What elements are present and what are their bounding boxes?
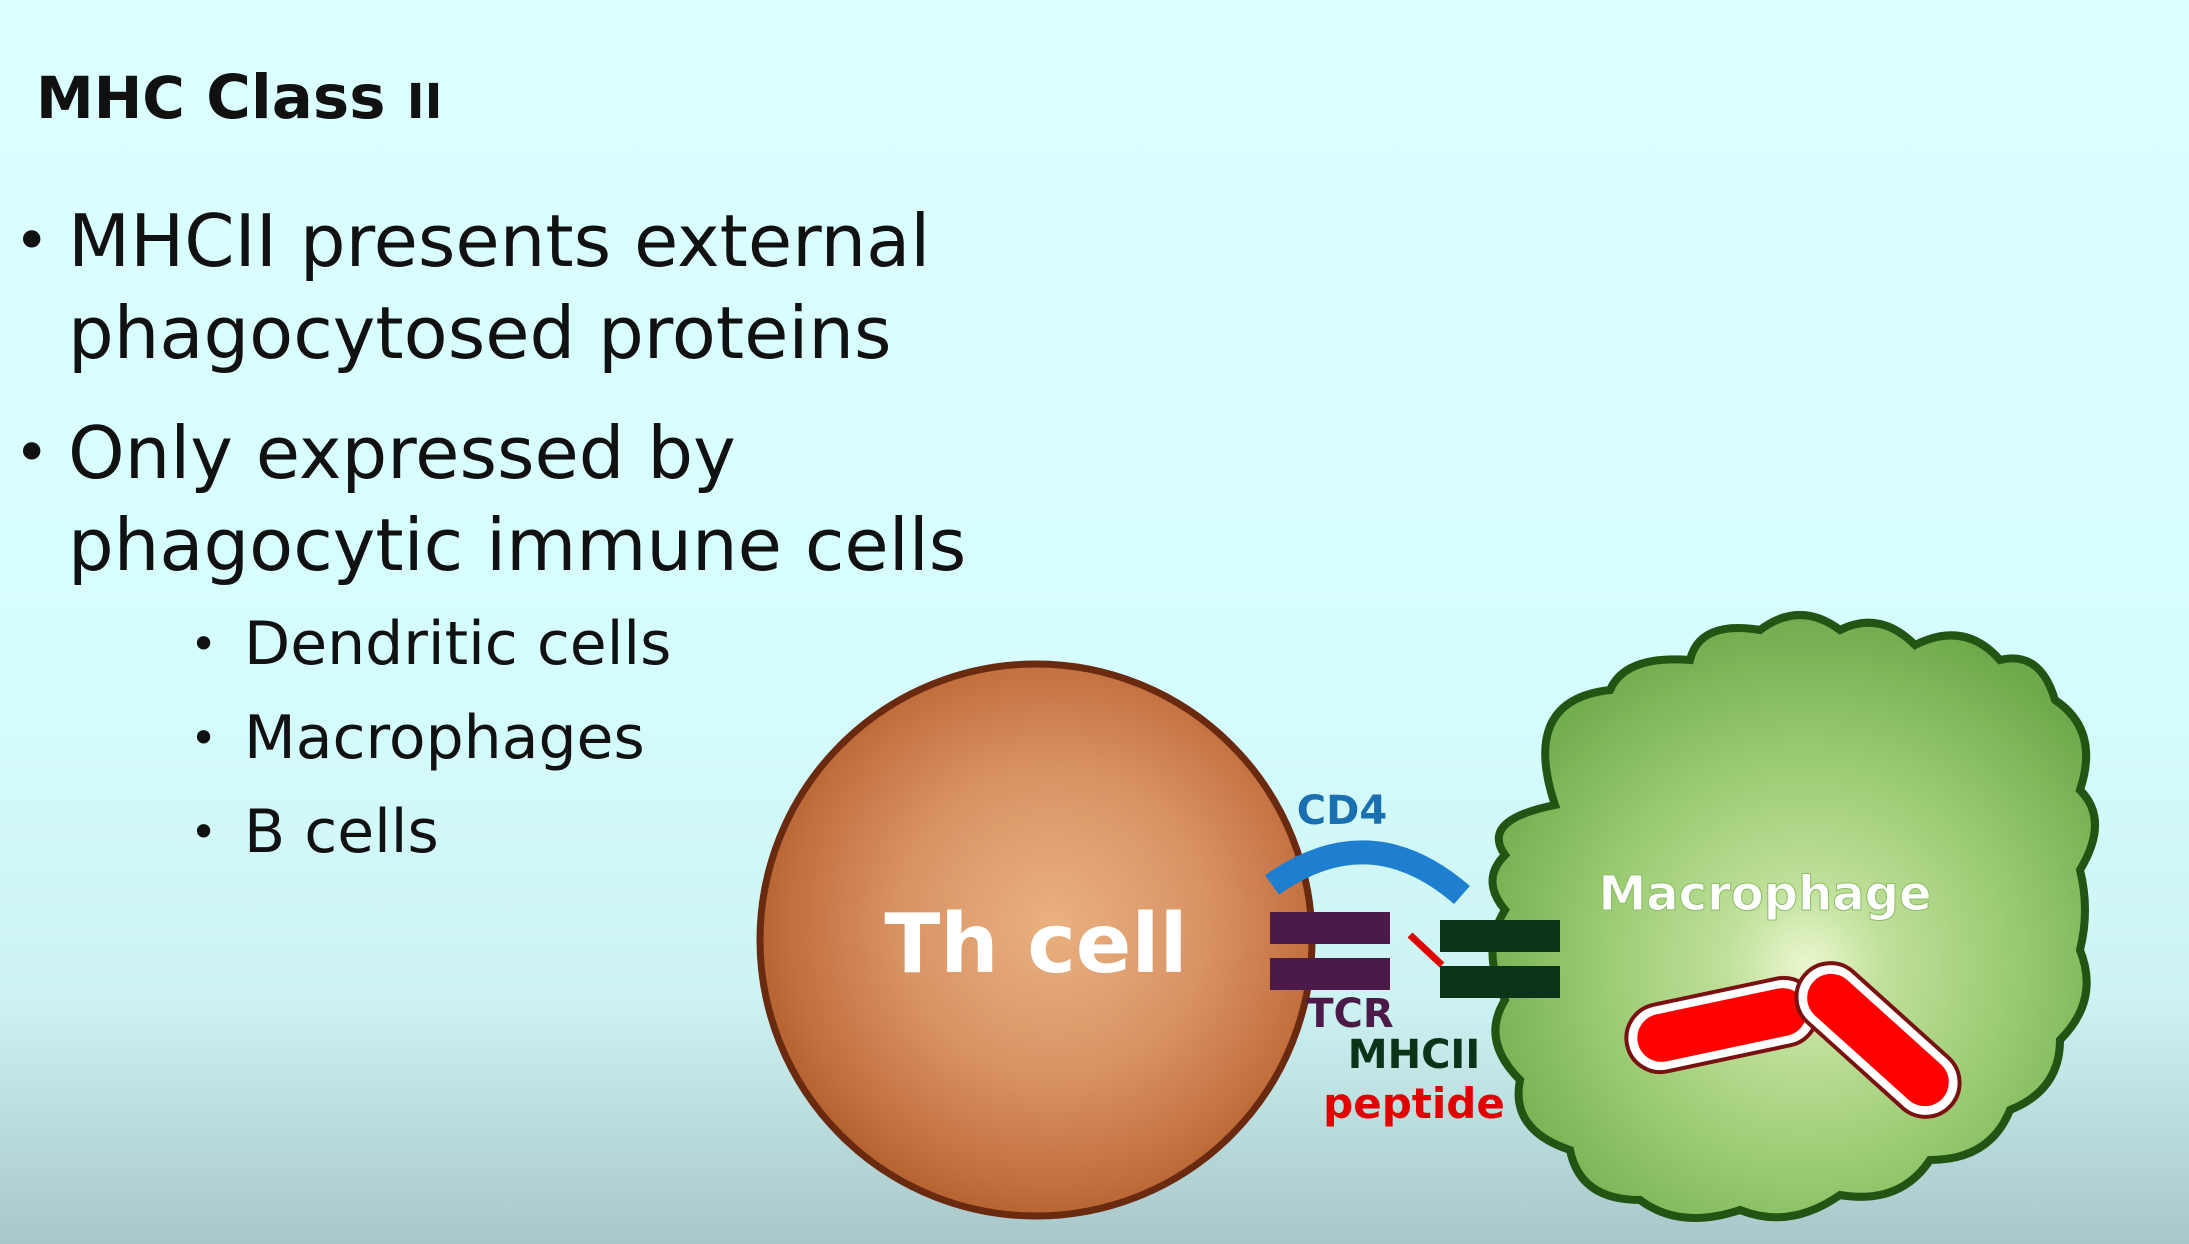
tcr-receptor [1270, 912, 1390, 990]
sub-bullet-text: Dendritic cells [244, 609, 672, 679]
sub-bullet-item: • B cells [68, 785, 966, 879]
th-cell-label: Th cell [884, 897, 1187, 992]
bullet-item: • Only expressed by phagocytic immune ce… [0, 407, 966, 879]
sub-bullet-list: • Dendritic cells • Macrophages • B cell… [68, 597, 966, 879]
mhcii-label: MHCII [1348, 1032, 1480, 1078]
bullet-line: phagocytosed proteins [68, 291, 892, 375]
macrophage-label: Macrophage [1598, 866, 1931, 922]
bullet-line: MHCII presents external [68, 199, 931, 283]
slide-title: MHC Class II [36, 62, 443, 133]
sub-bullet-dot: • [190, 805, 218, 859]
sub-bullet-item: • Dendritic cells [68, 597, 966, 691]
title-class: Class [206, 62, 386, 133]
sub-bullet-item: • Macrophages [68, 691, 966, 785]
peptide-fragment [1407, 932, 1445, 968]
sub-bullet-text: Macrophages [244, 703, 645, 773]
peptide-label: peptide [1323, 1079, 1505, 1128]
bullet-line: Only expressed by [68, 411, 736, 495]
bacterium [1794, 961, 1962, 1119]
tcr-label: TCR [1306, 991, 1393, 1037]
sub-bullet-dot: • [190, 711, 218, 765]
title-mhc: MHC [36, 64, 185, 132]
sub-bullet-dot: • [190, 617, 218, 671]
th-cell: Th cell [756, 660, 1316, 1220]
cd4-label: CD4 [1297, 788, 1387, 834]
bullet-dot: • [14, 206, 50, 276]
bullet-list: • MHCII presents external phagocytosed p… [0, 195, 966, 907]
sub-bullet-text: B cells [244, 797, 439, 867]
macrophage-cell: Macrophage [1488, 611, 2099, 1222]
bacterium [1624, 975, 1820, 1075]
mhcii-molecule [1440, 920, 1560, 998]
title-roman-numeral: II [406, 74, 443, 130]
bullet-dot: • [14, 418, 50, 488]
bullet-line: phagocytic immune cells [68, 503, 967, 587]
bullet-item: • MHCII presents external phagocytosed p… [0, 195, 966, 379]
cd4-molecule [1265, 840, 1470, 905]
